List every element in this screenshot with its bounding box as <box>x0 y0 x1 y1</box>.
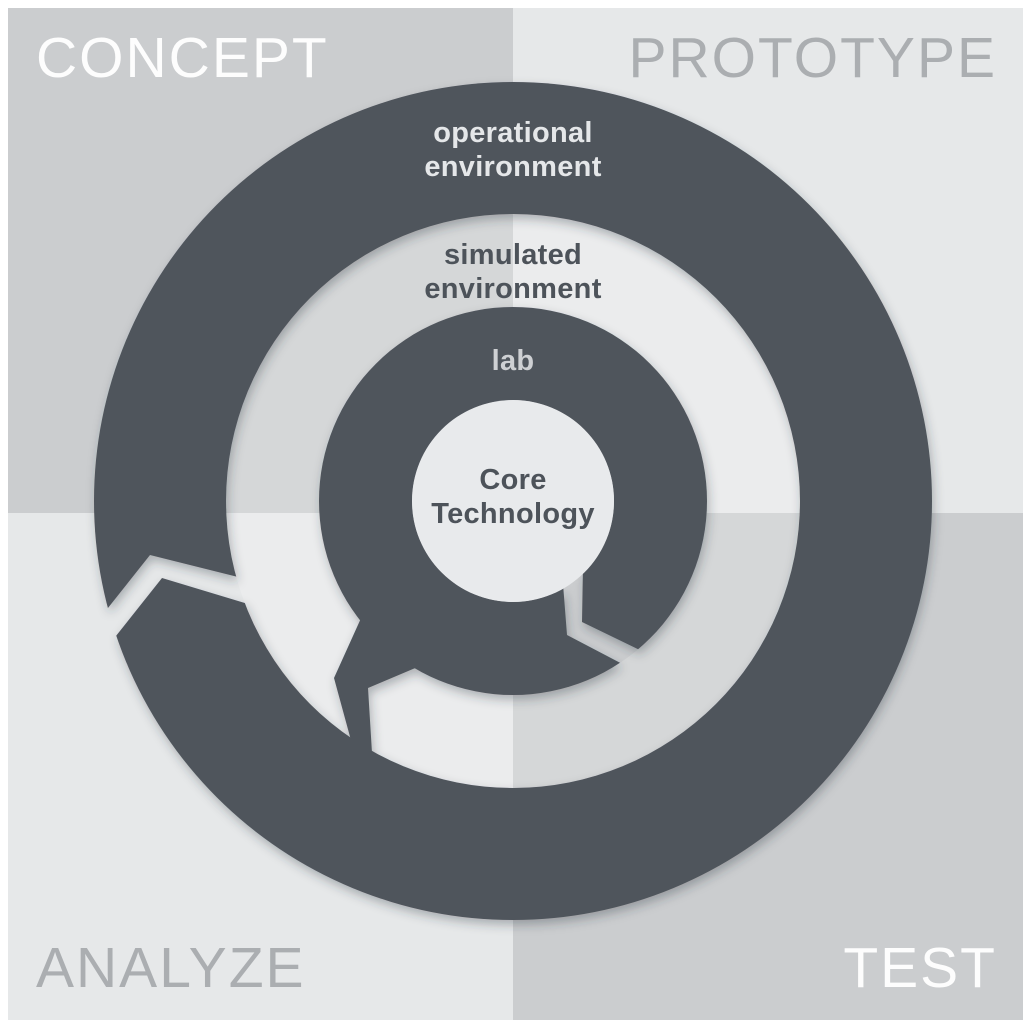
core-label-line2: Technology <box>431 498 595 530</box>
core-circle <box>412 400 614 602</box>
middle-ring-label-line2: environment <box>424 273 601 305</box>
inner-ring-label: lab <box>492 345 535 377</box>
outer-ring-label-line2: environment <box>424 151 601 183</box>
outer-ring-label-line1: operational <box>433 117 593 149</box>
core-label-line1: Core <box>479 464 546 496</box>
middle-ring-label-line1: simulated <box>444 239 582 271</box>
